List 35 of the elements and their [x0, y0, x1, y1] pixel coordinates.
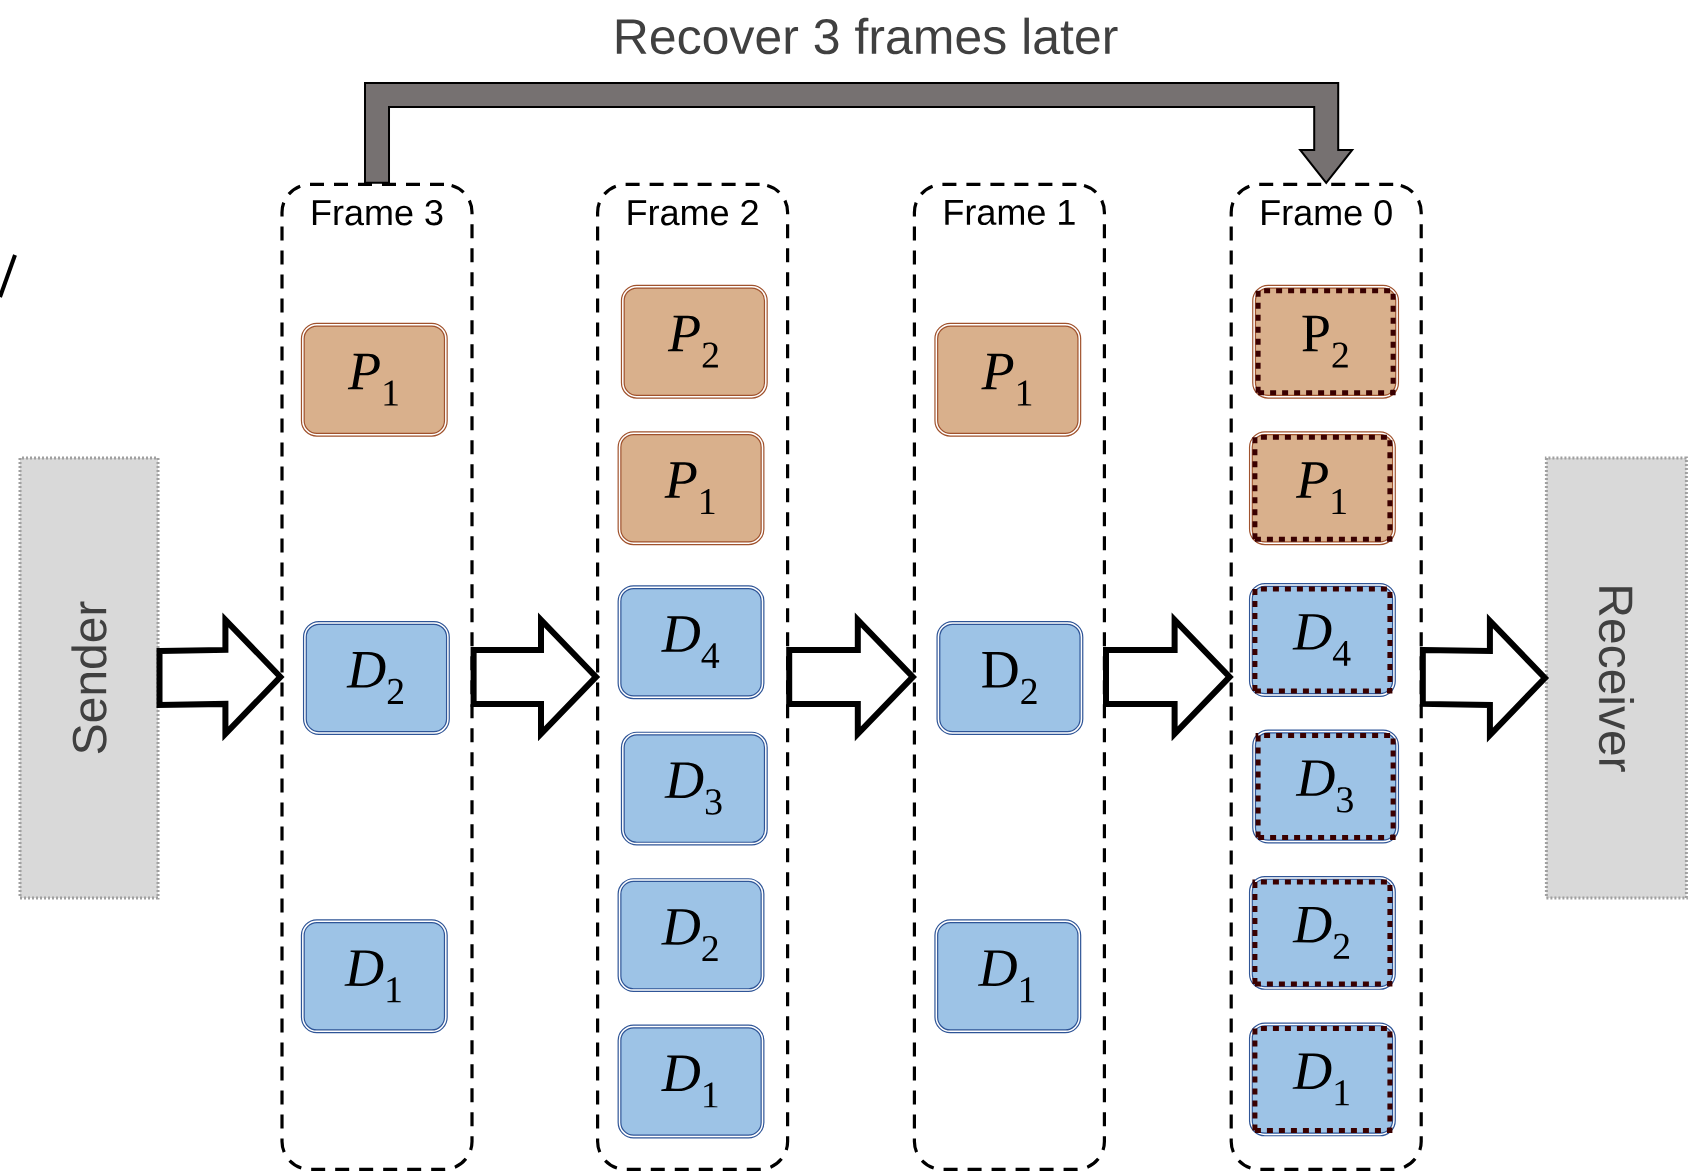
data-packet: D$_{2}$ [936, 621, 1084, 735]
frame-box [280, 182, 474, 1171]
parity-packet: P$_{1}$ [1248, 431, 1396, 546]
block-arrow [364, 82, 1355, 185]
parity-packet: P$_{1}$ [934, 322, 1082, 437]
edge-label: Recover 3 frames later [610, 15, 1121, 57]
data-packet: D$_{1}$ [617, 1024, 765, 1139]
parity-packet: P$_{2}$ [620, 284, 768, 399]
data-packet: D$_{1}$ [934, 919, 1082, 1034]
data-packet: D$_{3}$ [1252, 729, 1400, 844]
data-packet: D$_{3}$ [620, 731, 768, 846]
data-packet: D$_{1}$ [1248, 1022, 1396, 1137]
block-arrow [156, 612, 285, 742]
parity-packet: P$_{1}$ [617, 431, 765, 546]
receiver-box: Receiver [1544, 456, 1688, 900]
frame-box [912, 182, 1106, 1171]
data-packet: D$_{2}$ [302, 621, 450, 735]
block-arrow [1103, 612, 1234, 742]
block-arrow [470, 612, 601, 742]
frame-label: Frame 2 [628, 199, 758, 226]
data-packet: D$_{2}$ [617, 878, 765, 993]
data-packet: D$_{4}$ [617, 585, 765, 700]
data-packet: D$_{2}$ [1248, 875, 1396, 990]
frame-label: Frame 3 [312, 199, 443, 226]
frame-box [1229, 182, 1423, 1171]
frame-label: Frame 1 [945, 199, 1075, 226]
frame-label: Frame 0 [1262, 199, 1392, 226]
parity-packet: P$_{2}$ [1252, 284, 1400, 399]
block-arrow [786, 612, 917, 742]
block-arrow [1419, 613, 1550, 743]
parity-packet: P$_{1}$ [300, 322, 448, 437]
data-packet: D$_{1}$ [300, 919, 448, 1034]
sender-box: Sender [18, 456, 160, 900]
data-packet: D$_{4}$ [1248, 583, 1396, 697]
frame-box [596, 182, 790, 1171]
